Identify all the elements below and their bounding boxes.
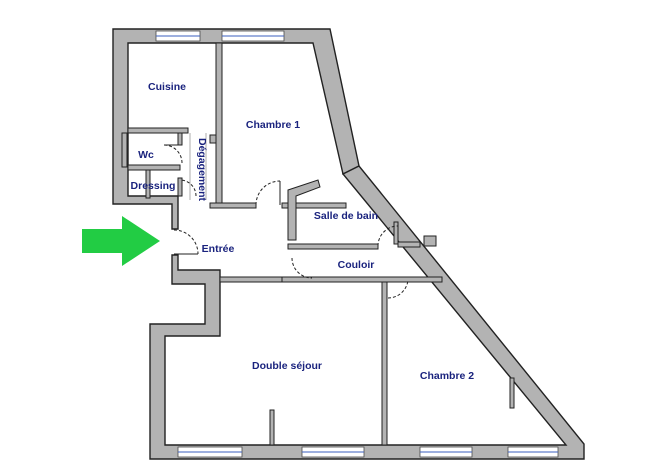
label-cuisine: Cuisine bbox=[148, 81, 186, 93]
label-double-sejour: Double séjour bbox=[252, 360, 322, 372]
windows bbox=[155, 30, 559, 458]
label-chambre1: Chambre 1 bbox=[246, 119, 300, 131]
door-couloir-arc bbox=[291, 257, 313, 279]
door-sdb-arc bbox=[377, 225, 399, 247]
door-entree-arc bbox=[173, 229, 199, 255]
room-labels: Cuisine Chambre 1 Wc Dégagement Dressing… bbox=[131, 81, 475, 382]
door-chambre1-arc bbox=[255, 180, 281, 206]
interior-walls bbox=[121, 42, 515, 446]
label-wc: Wc bbox=[138, 149, 154, 161]
entry-arrow-icon bbox=[82, 216, 160, 266]
door-dressing-arc bbox=[179, 179, 197, 197]
label-dressing: Dressing bbox=[131, 180, 176, 192]
label-degagement: Dégagement bbox=[196, 138, 208, 202]
door-wc-arc bbox=[163, 144, 183, 164]
label-couloir: Couloir bbox=[338, 259, 375, 271]
label-entree: Entrée bbox=[202, 243, 235, 255]
label-salle-de-bain: Salle de bain bbox=[314, 210, 378, 222]
label-chambre2: Chambre 2 bbox=[420, 370, 474, 382]
wall-east-diagonal bbox=[149, 165, 585, 460]
doors bbox=[163, 133, 409, 299]
exterior-walls bbox=[112, 28, 585, 460]
door-chambre2-arc bbox=[387, 279, 409, 299]
